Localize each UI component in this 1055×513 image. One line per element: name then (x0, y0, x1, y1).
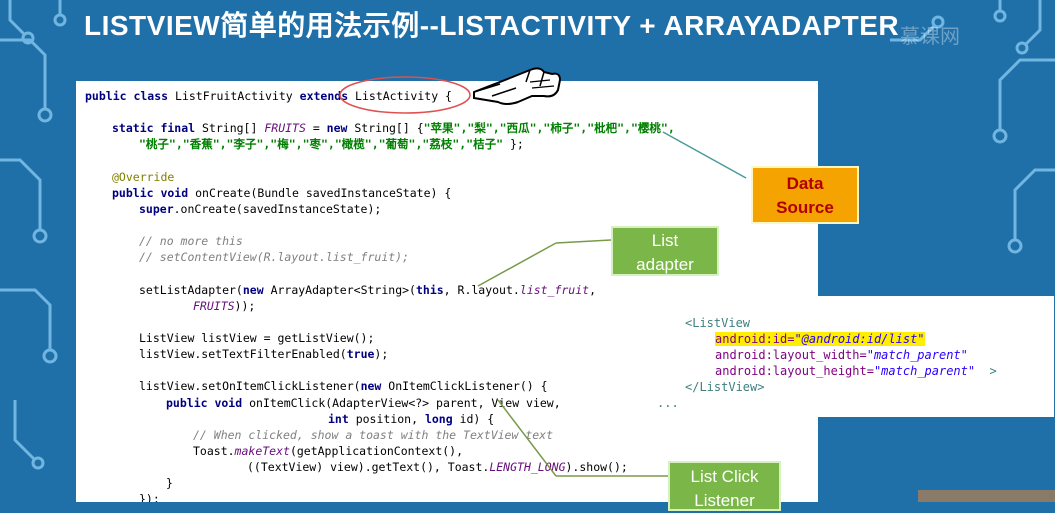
code-line: static final String[] FRUITS = new Strin… (112, 121, 675, 135)
code-panel: public class ListFruitActivity extends L… (76, 81, 818, 502)
code-line: FRUITS)); (193, 299, 256, 313)
xml-line: android:layout_height="match_parent" > (715, 364, 997, 378)
list-click-listener-callout: List Click Listener (668, 461, 781, 511)
code-line: int position, long id) { (328, 412, 495, 426)
xml-panel: <ListView android:id="@android:id/list" … (648, 296, 1054, 417)
callout-text: List Click (690, 467, 759, 486)
code-line: @Override (112, 170, 175, 184)
callout-text: Data (786, 174, 824, 193)
xml-line: android:id="@android:id/list" (715, 332, 925, 346)
code-line: listView.setOnItemClickListener(new OnIt… (139, 379, 548, 393)
code-line: public void onItemClick(AdapterView<?> p… (166, 396, 561, 410)
xml-line: <ListView (685, 316, 751, 330)
code-line: // When clicked, show a toast with the T… (193, 428, 554, 442)
callout-text: List (651, 231, 679, 250)
callout-text: adapter (636, 255, 694, 274)
callout-text: Listener (694, 491, 755, 510)
code-line: listView.setTextFilterEnabled(true); (139, 347, 389, 361)
code-line: "桃子","香蕉","李子","梅","枣","橄榄","葡萄","荔枝","桔… (139, 137, 524, 151)
code-line: public void onCreate(Bundle savedInstanc… (112, 186, 452, 200)
xml-line: android:layout_width="match_parent" (715, 348, 968, 362)
xml-line: </ListView> (685, 380, 765, 394)
callout-text: Source (776, 198, 834, 217)
video-thumbnail (918, 490, 1055, 502)
code-line: }); (139, 492, 160, 502)
slide-title: LISTVIEW简单的用法示例--LISTACTIVITY + ARRAYADA… (84, 10, 900, 41)
code-line: public class ListFruitActivity extends L… (85, 89, 452, 103)
data-source-callout: Data Source (751, 166, 859, 224)
code-line: ListView listView = getListView(); (139, 331, 375, 345)
code-line: } (166, 476, 173, 490)
xml-line: ... (657, 396, 679, 410)
code-line: super.onCreate(savedInstanceState); (139, 202, 382, 216)
code-line: ((TextView) view).getText(), Toast.LENGT… (247, 460, 628, 474)
code-line: // setContentView(R.layout.list_fruit); (139, 250, 410, 264)
code-line: setListAdapter(new ArrayAdapter<String>(… (139, 283, 597, 297)
code-line: // no more this (139, 234, 243, 248)
code-line: Toast.makeText(getApplicationContext(), (193, 444, 464, 458)
list-adapter-callout: List adapter (611, 226, 719, 276)
watermark: 慕课网 (900, 24, 960, 48)
